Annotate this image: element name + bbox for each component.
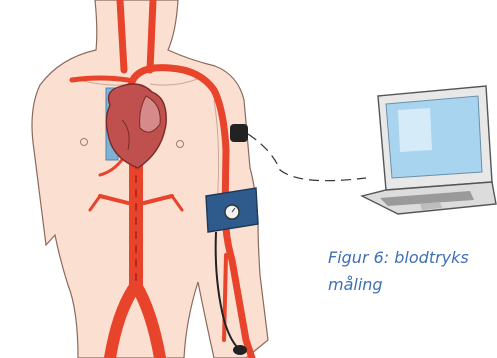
caption-line-2: måling (328, 271, 496, 298)
caption-line-1: Figur 6: blodtryks (328, 244, 496, 271)
figure-caption: Figur 6: blodtryks måling (328, 244, 496, 298)
wrist-sensor-icon (230, 124, 248, 142)
sensor-cable (248, 134, 366, 181)
laptop-icon (362, 86, 496, 214)
